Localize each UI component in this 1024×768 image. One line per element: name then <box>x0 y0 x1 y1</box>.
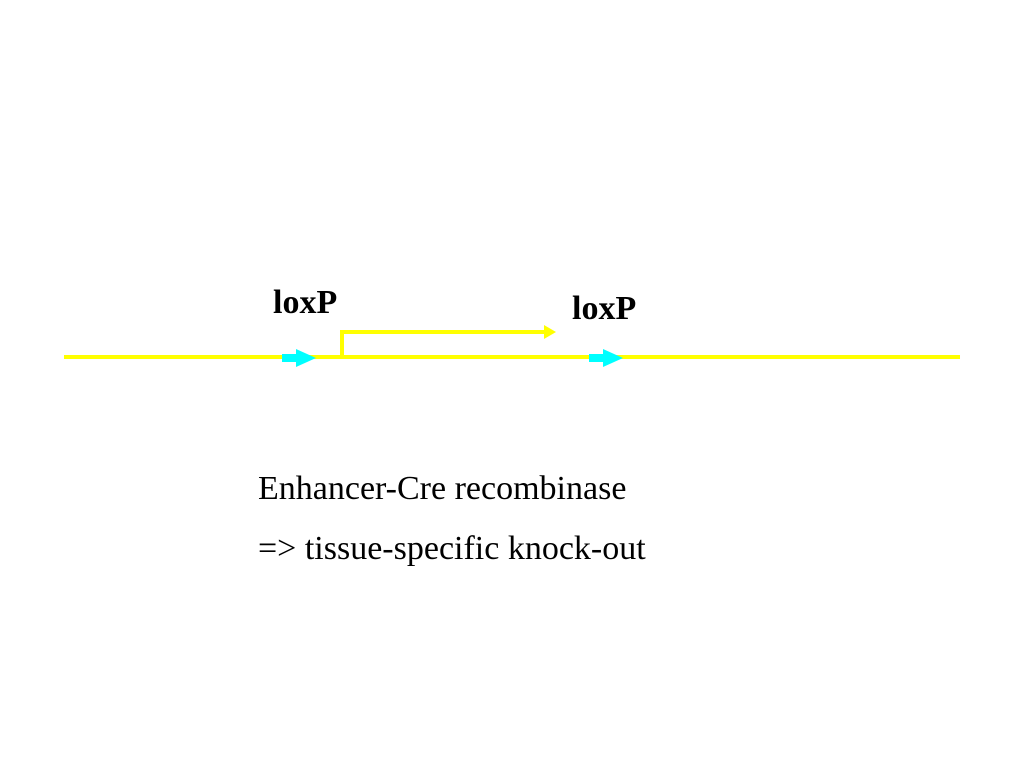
loxp-label-right: loxP <box>572 290 637 327</box>
loxp-site-left-arrow <box>282 349 316 367</box>
transcription-start-arrow <box>340 330 552 357</box>
caption-line-1: Enhancer-Cre recombinase <box>258 470 627 507</box>
transcription-arrowhead <box>544 325 556 339</box>
loxp-site-right-arrow <box>589 349 623 367</box>
loxp-label-left: loxP <box>273 284 338 321</box>
caption-line-2: => tissue-specific knock-out <box>258 530 646 567</box>
